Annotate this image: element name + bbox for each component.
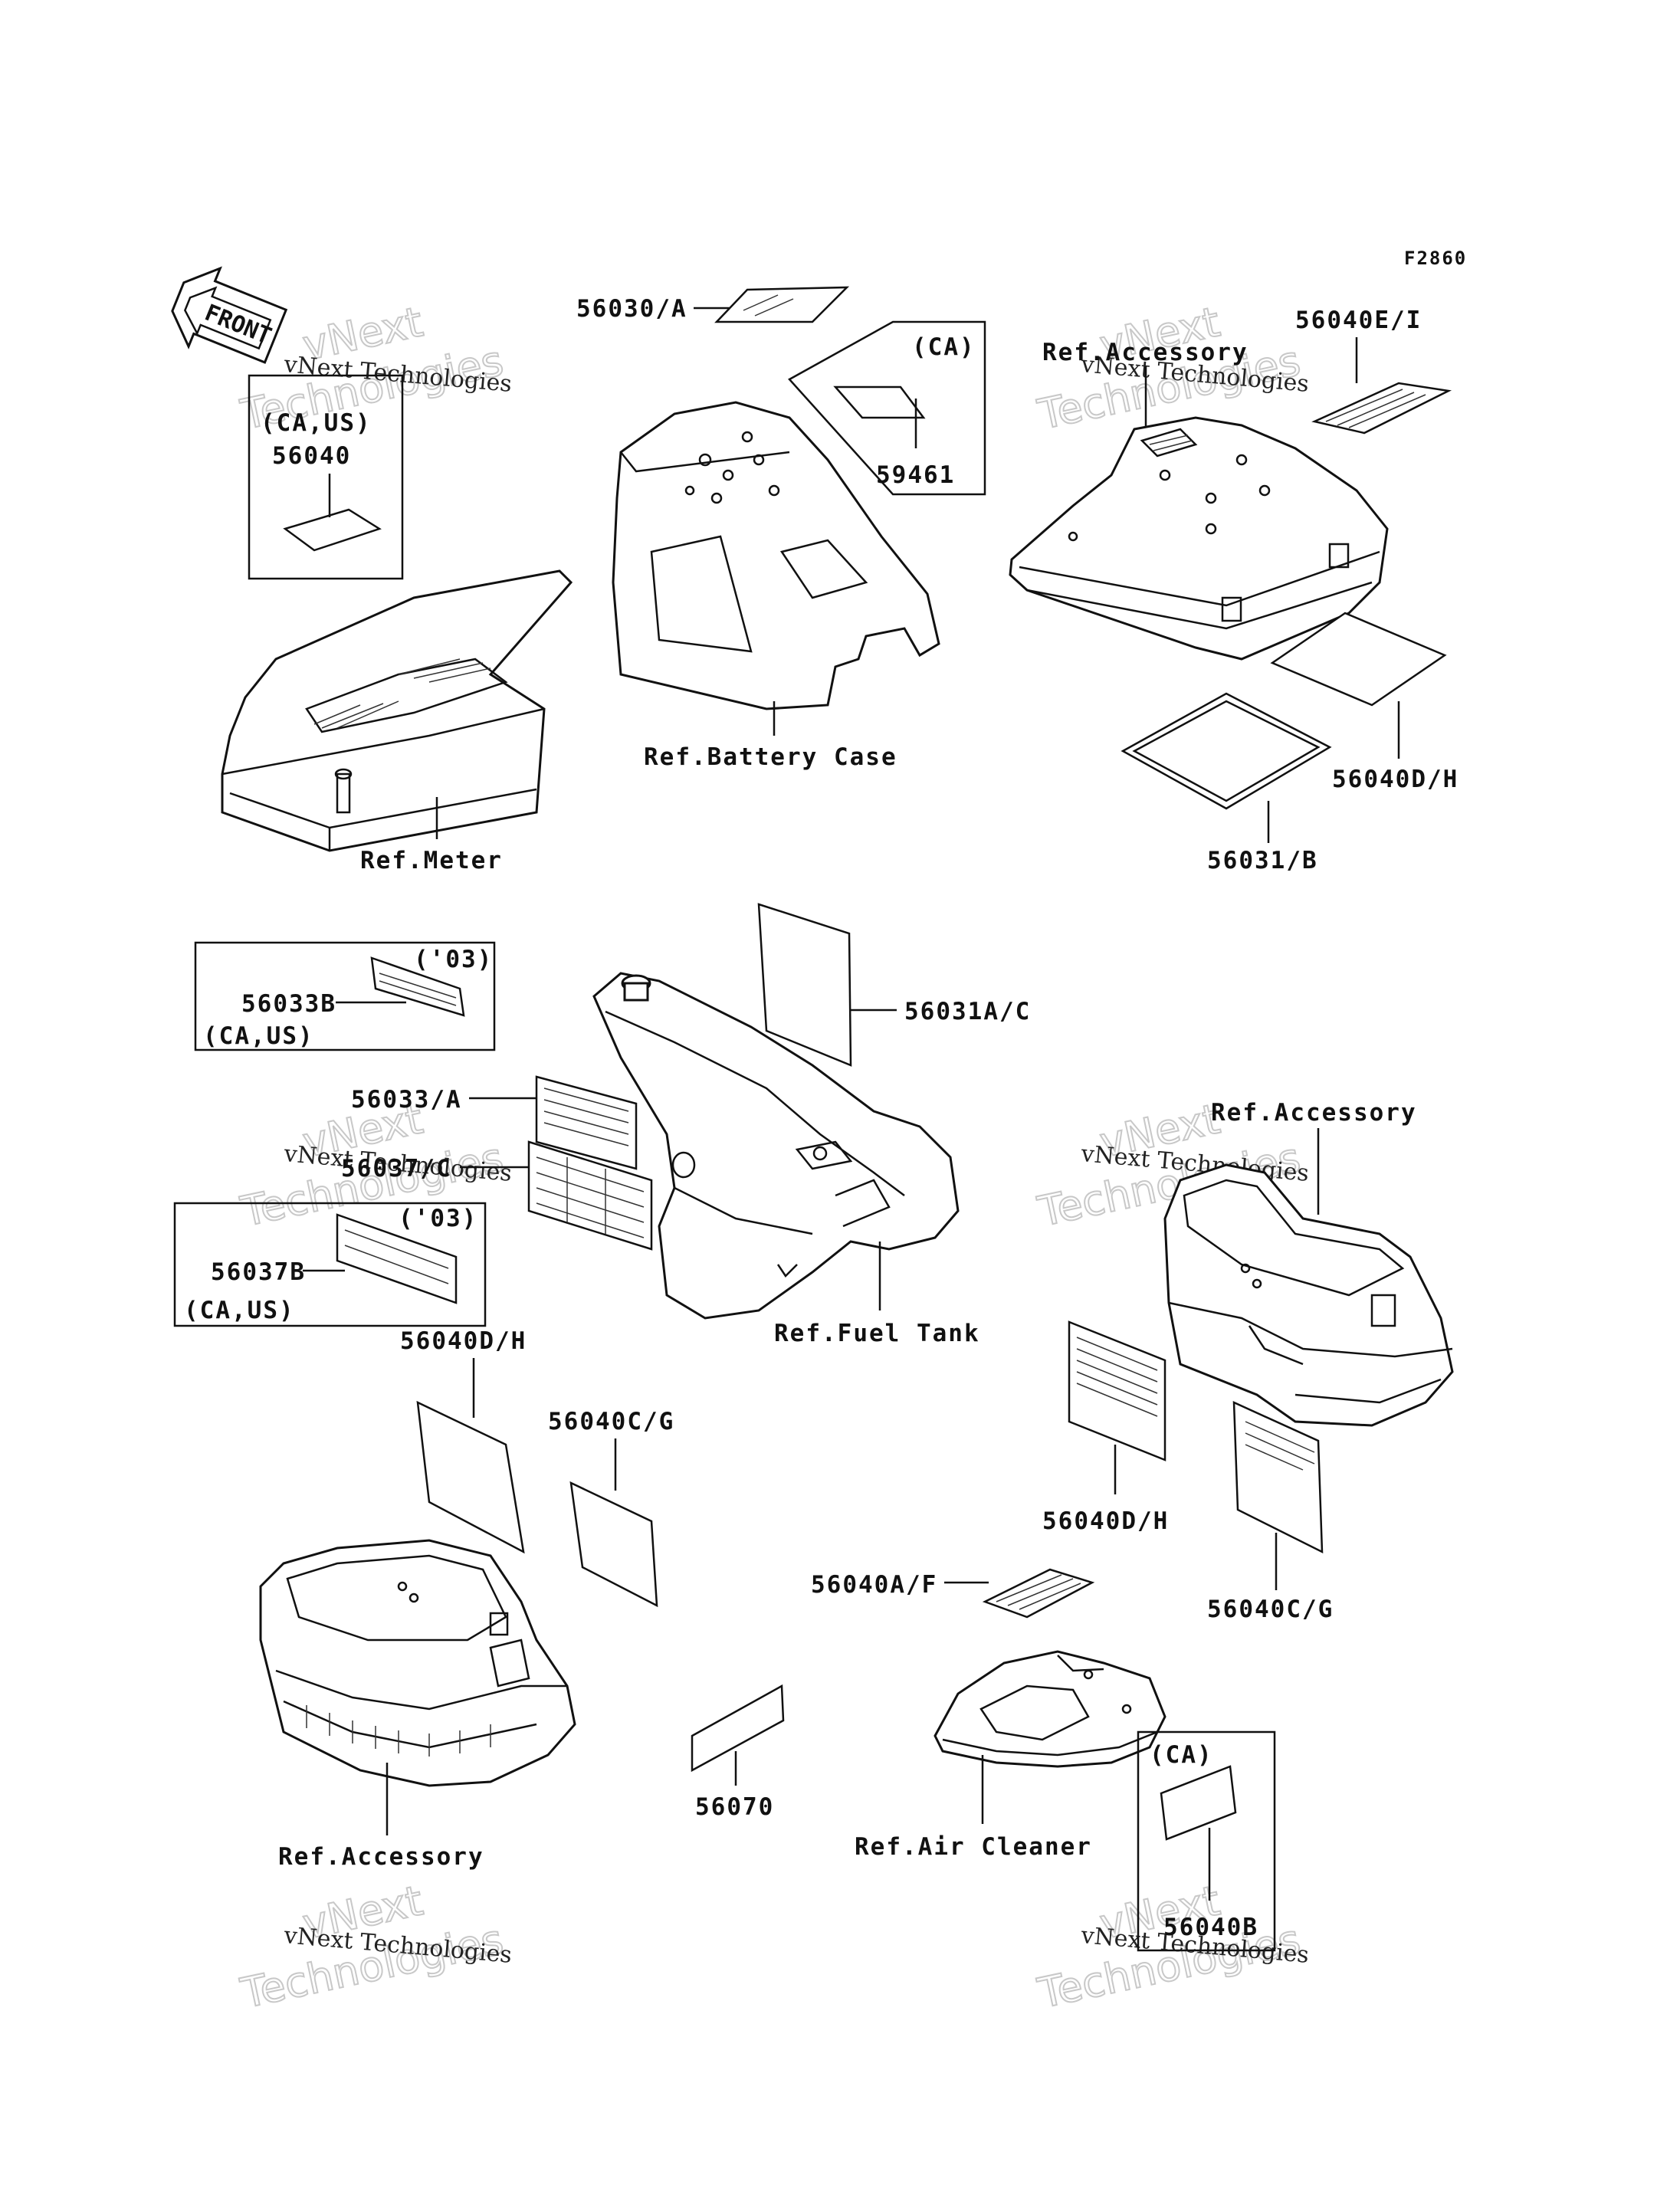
front-arrow-icon: FRONT <box>171 266 288 364</box>
region-label: (CA,US) <box>203 1022 314 1050</box>
meter-part <box>221 569 573 852</box>
accessory-bag-right-part <box>1163 1163 1454 1427</box>
sticker-56070 <box>691 1684 785 1773</box>
sticker-56040DH-right <box>1068 1320 1166 1461</box>
figure-code: F2860 <box>1404 248 1467 269</box>
callout-box-56040B <box>1137 1730 1276 1952</box>
part-number-56040AF: 56040A/F <box>811 1571 937 1599</box>
sticker-56040DH-top <box>1270 612 1447 707</box>
air-cleaner-part <box>934 1650 1166 1768</box>
callout-box-56037B <box>173 1202 487 1327</box>
part-number-56033B: 56033B <box>241 990 336 1018</box>
callout-box-56033B <box>194 941 496 1051</box>
part-number-56040CG-right: 56040C/G <box>1207 1596 1334 1623</box>
sticker-56030A <box>714 286 850 323</box>
battery-case-part <box>612 401 940 710</box>
part-number-56040CG-mid: 56040C/G <box>548 1408 674 1435</box>
part-number-59461: 59461 <box>876 461 955 489</box>
sticker-56040EI <box>1311 382 1452 435</box>
callout-box-56040 <box>248 374 404 580</box>
part-number-56040B: 56040B <box>1163 1914 1258 1941</box>
region-label: (CA) <box>1150 1741 1213 1769</box>
ref-fuel-tank-label: Ref.Fuel Tank <box>774 1320 980 1347</box>
part-number-56031B: 56031/B <box>1207 847 1318 874</box>
sticker-56031B <box>1121 692 1332 810</box>
sticker-56037 <box>527 1140 653 1251</box>
sticker-56040B <box>1160 1765 1237 1841</box>
sticker-56040CG-mid <box>569 1481 658 1608</box>
region-label: (CA) <box>912 333 976 361</box>
ref-accessory-top-label: Ref.Accessory <box>1042 339 1249 366</box>
part-number-56031AC: 56031A/C <box>904 998 1031 1025</box>
watermark-top-right: vNext Technologies vNext Technologies <box>1033 297 1311 440</box>
sticker-56040 <box>283 508 382 552</box>
fuel-tank-part <box>592 972 960 1320</box>
ref-battery-case-label: Ref.Battery Case <box>644 743 897 771</box>
sticker-56040DH-left <box>416 1400 525 1554</box>
part-number-56037: 56037/C <box>341 1155 452 1183</box>
region-label: (CA,US) <box>184 1297 295 1324</box>
part-number-56040DH-left: 56040D/H <box>400 1327 527 1355</box>
part-number-56070: 56070 <box>695 1793 774 1821</box>
region-label: (CA,US) <box>261 409 372 437</box>
watermark-bottom-left: vNext Technologies vNext Technologies <box>236 1875 514 2019</box>
ref-accessory-bottom-label: Ref.Accessory <box>278 1843 484 1871</box>
part-number-56033A: 56033/A <box>351 1086 462 1114</box>
ref-meter-label: Ref.Meter <box>360 847 503 874</box>
ref-accessory-right-label: Ref.Accessory <box>1211 1099 1417 1127</box>
part-number-56037B: 56037B <box>211 1258 306 1286</box>
callout-box-59461 <box>788 320 986 496</box>
accessory-bag-bottom-part <box>259 1539 576 1787</box>
sticker-56031AC <box>757 903 852 1067</box>
sticker-56037B <box>336 1213 458 1304</box>
part-number-56040: 56040 <box>272 442 351 470</box>
part-number-56040DH-right: 56040D/H <box>1042 1507 1169 1535</box>
year-label: ('03) <box>399 1205 477 1232</box>
part-number-56040EI: 56040E/I <box>1295 307 1422 334</box>
year-label: ('03) <box>414 946 493 973</box>
watermark-bottom-right: vNext Technologies vNext Technologies <box>1033 1875 1311 2019</box>
accessory-box-top-part <box>1009 416 1389 661</box>
part-number-56040DH-top: 56040D/H <box>1332 766 1459 793</box>
sticker-56040CG-right <box>1232 1401 1324 1554</box>
ref-air-cleaner-label: Ref.Air Cleaner <box>855 1833 1092 1861</box>
sticker-59461 <box>833 385 926 419</box>
part-number-56030A: 56030/A <box>576 295 687 323</box>
